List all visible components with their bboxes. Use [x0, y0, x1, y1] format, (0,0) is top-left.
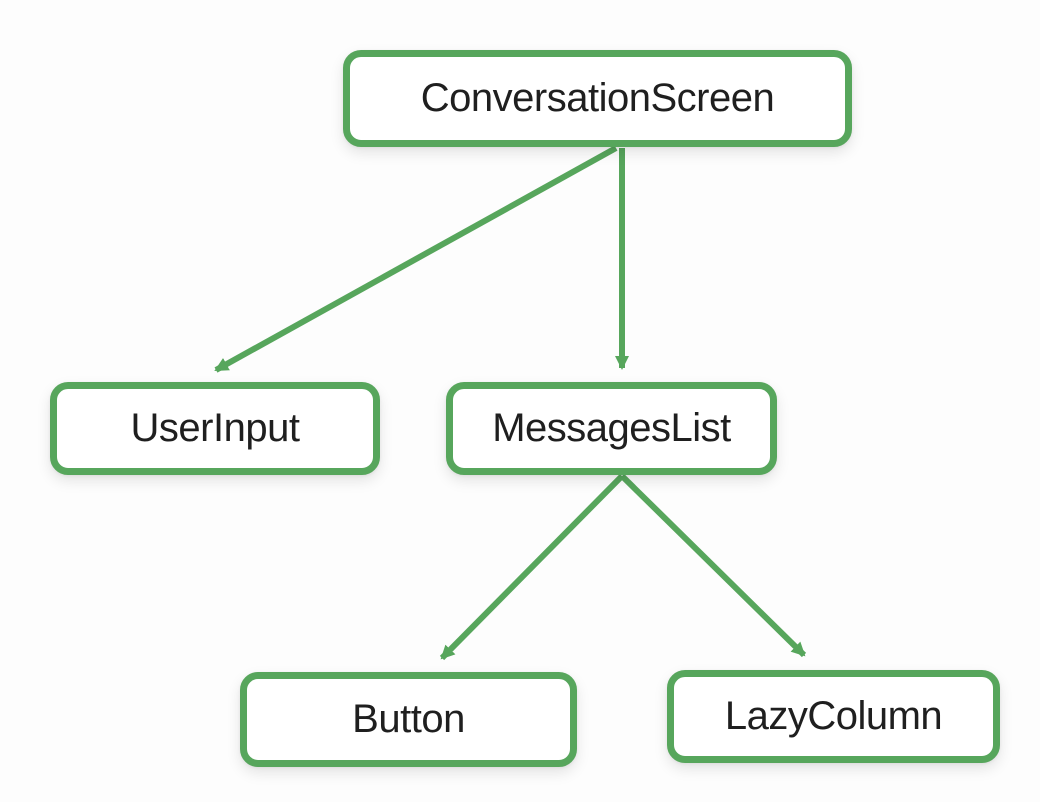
- edge-messageslist-button: [439, 473, 625, 661]
- node-user-input: UserInput: [50, 382, 380, 475]
- edge-messageslist-lazycolumn: [619, 473, 807, 658]
- node-user-input-label: UserInput: [130, 405, 300, 450]
- node-lazy-column: LazyColumn: [667, 670, 1000, 763]
- edge-conversationscreen-userinput: [214, 145, 618, 373]
- node-button: Button: [240, 672, 577, 767]
- node-messages-list: MessagesList: [446, 382, 777, 475]
- node-lazy-column-label: LazyColumn: [724, 693, 943, 738]
- node-conversation-screen: ConversationScreen: [343, 50, 852, 147]
- node-messages-list-label: MessagesList: [492, 405, 731, 450]
- node-conversation-screen-label: ConversationScreen: [420, 75, 775, 120]
- node-button-label: Button: [352, 696, 465, 741]
